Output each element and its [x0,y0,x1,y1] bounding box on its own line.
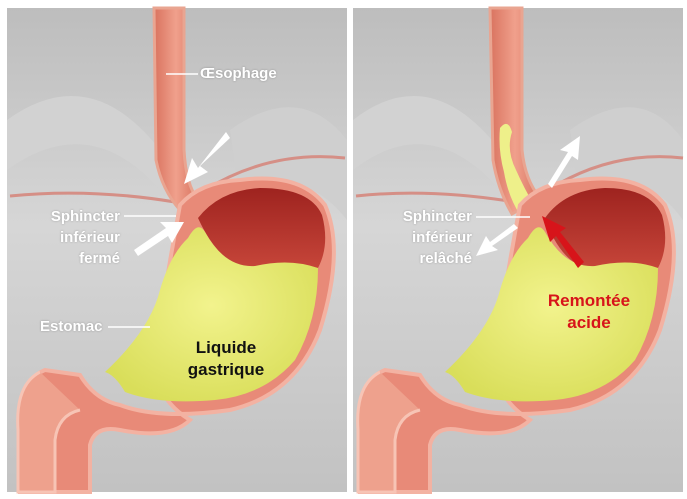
stomach-label: Estomac [40,316,103,337]
panel-divider [347,0,353,499]
acid-reflux-label: Remontée acide [534,290,644,334]
closed-sphincter-label: Sphincter inférieur fermé [20,206,120,269]
esophagus-label: Œsophage [200,63,277,84]
gastric-fluid-label: Liquide gastrique [168,337,284,381]
relaxed-sphincter-label: Sphincter inférieur relâché [368,206,472,269]
